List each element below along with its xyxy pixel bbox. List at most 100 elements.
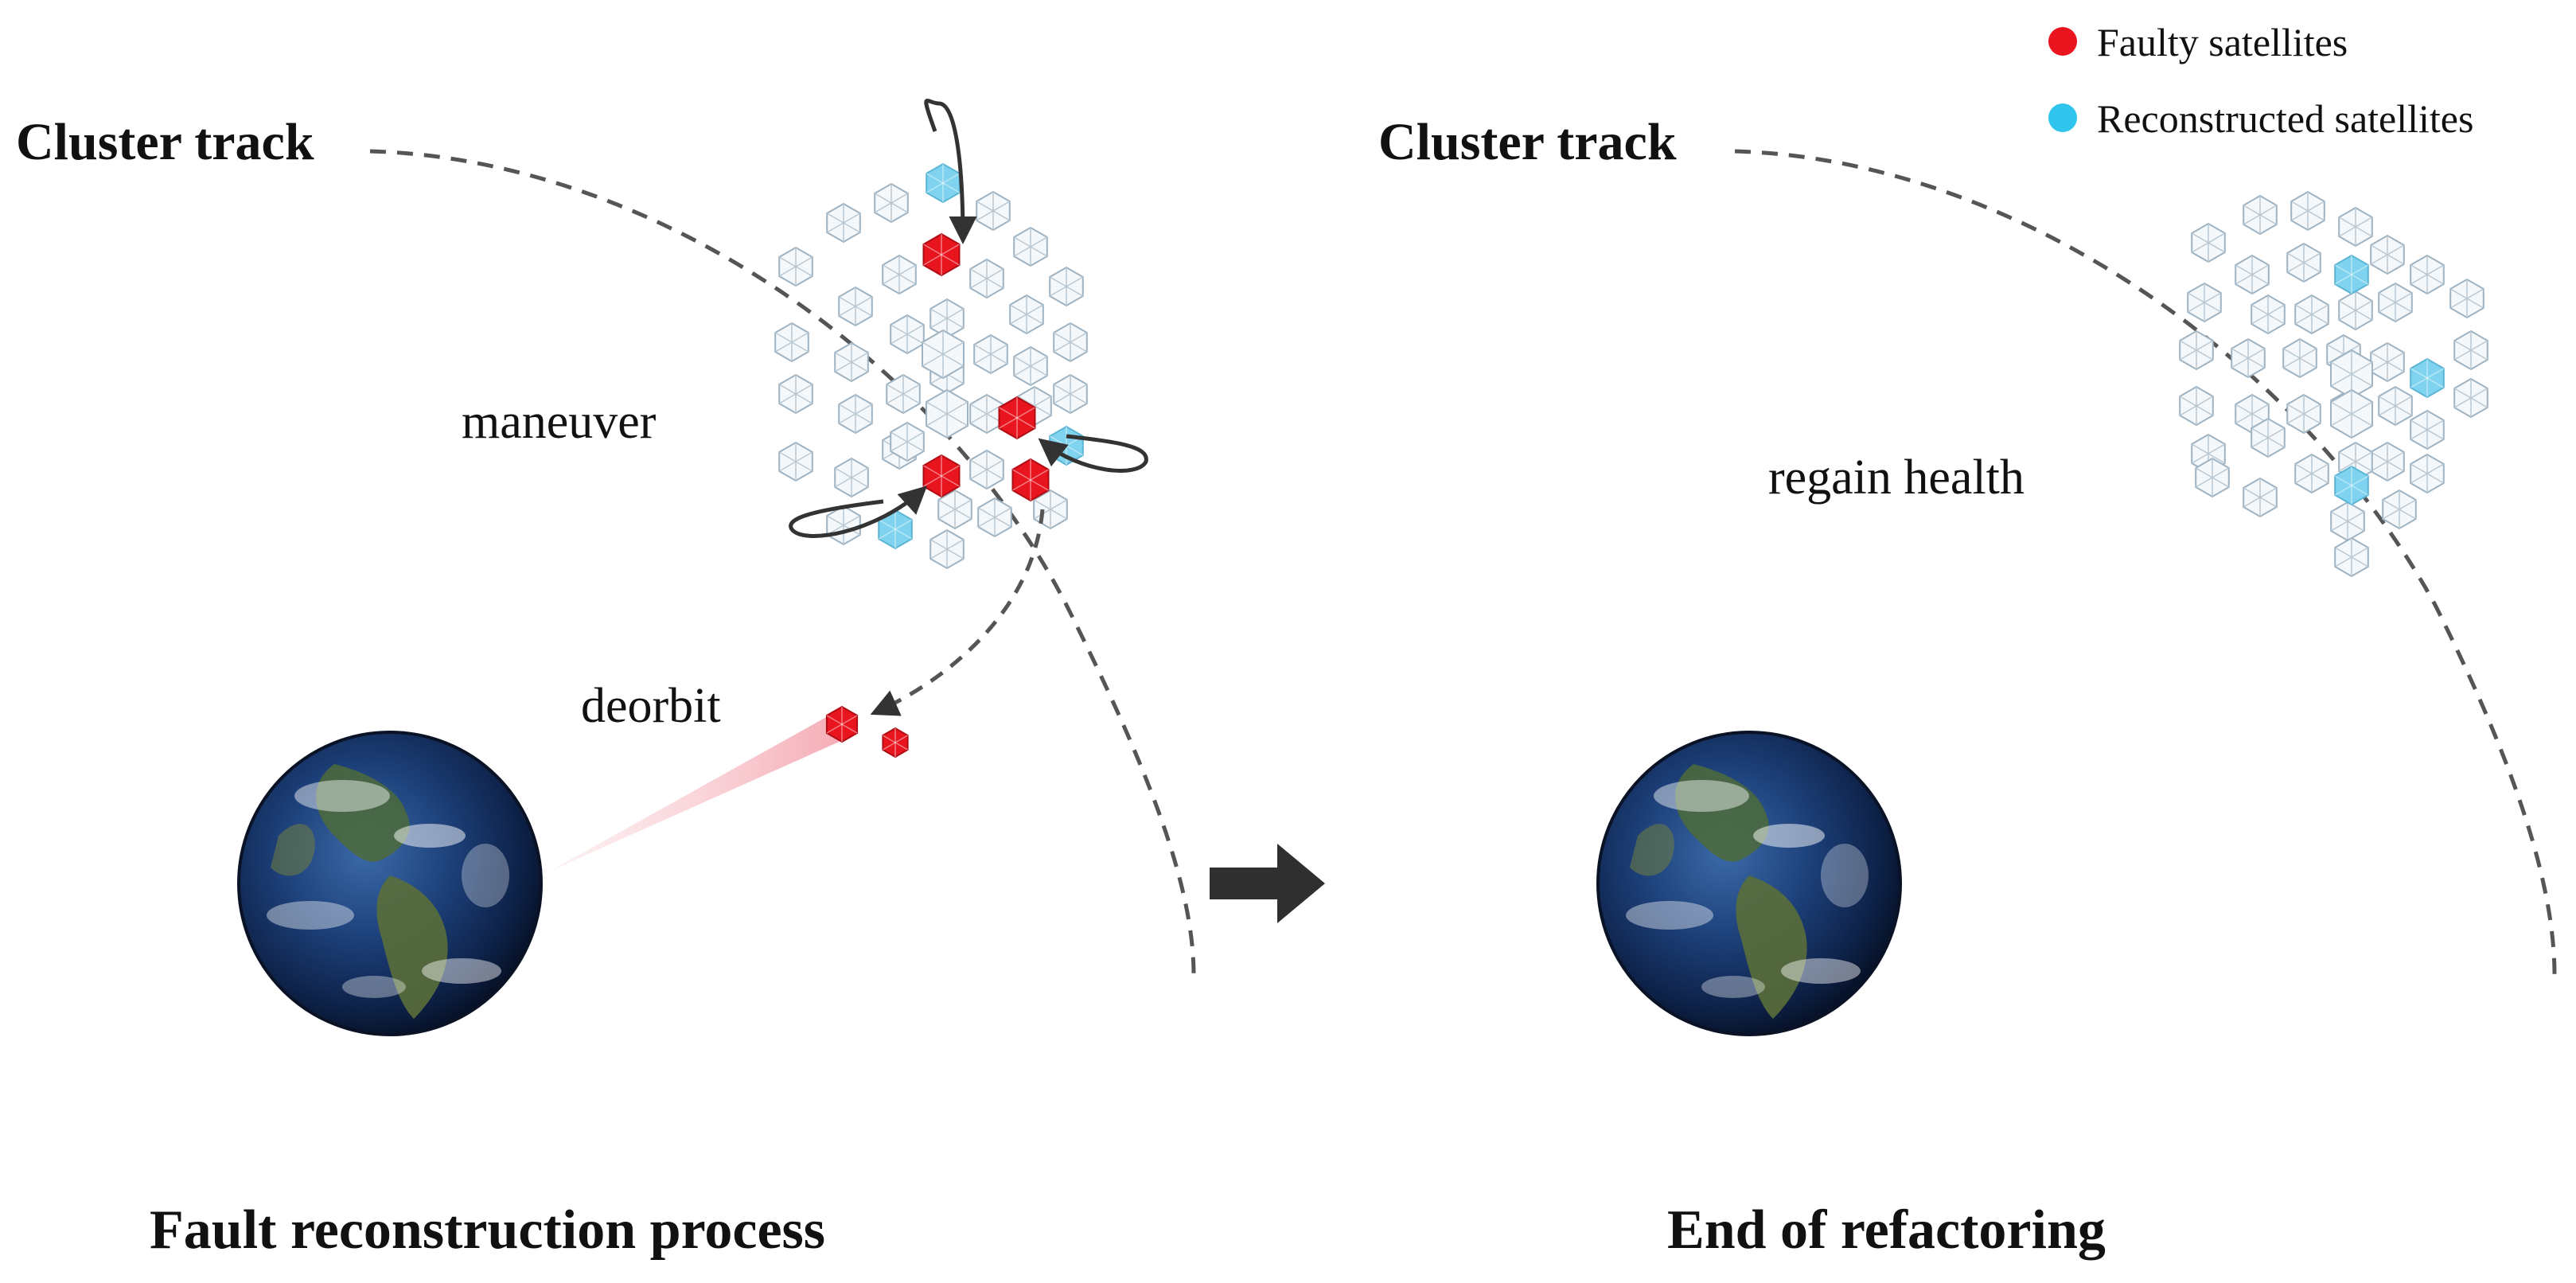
satellite xyxy=(2290,190,2325,232)
satellite xyxy=(2378,282,2413,323)
deorbiting-satellites xyxy=(825,705,909,758)
maneuver-loop-arrow xyxy=(924,99,977,244)
satellite xyxy=(834,341,869,383)
satellite xyxy=(1049,266,1084,307)
satellite xyxy=(778,373,813,415)
satellite xyxy=(977,497,1012,538)
satellite xyxy=(2179,385,2214,427)
deorbit-beam xyxy=(549,716,852,872)
satellite xyxy=(2370,341,2405,383)
satellite xyxy=(882,254,917,295)
regain-health-label: regain health xyxy=(1768,450,2025,505)
satellite xyxy=(2334,536,2369,578)
maneuver-loop-arrow xyxy=(789,486,928,538)
cluster-track-arc xyxy=(369,149,1196,976)
satellite xyxy=(976,190,1011,232)
satellite xyxy=(834,457,869,498)
earth-image xyxy=(1596,731,1902,1036)
satellite xyxy=(774,322,809,363)
satellite xyxy=(886,373,921,415)
satellite xyxy=(2330,501,2365,542)
left-caption: Fault reconstruction process xyxy=(150,1199,825,1261)
satellite xyxy=(2191,222,2226,263)
cluster-track-label: Cluster track xyxy=(16,113,314,171)
satellite xyxy=(838,393,873,435)
satellite xyxy=(890,421,925,462)
satellite xyxy=(969,393,1004,435)
satellite xyxy=(2243,477,2278,518)
reconstructed-satellite xyxy=(2334,254,2369,295)
satellite xyxy=(2378,385,2413,427)
satellite xyxy=(2195,457,2230,498)
deorbit-arrow xyxy=(870,509,1045,716)
cluster-track-label: Cluster track xyxy=(1378,113,1677,171)
satellite xyxy=(2231,337,2266,379)
reconstructed-satellite xyxy=(2410,357,2445,399)
reconstructed-satellite xyxy=(2334,465,2369,506)
reconstructed-satellite xyxy=(926,162,961,204)
right-caption: End of refactoring xyxy=(1667,1199,2106,1261)
satellite xyxy=(826,505,861,546)
satellite xyxy=(1009,294,1044,335)
satellite xyxy=(1053,373,1088,415)
legend-faulty-swatch xyxy=(2048,27,2077,56)
satellite xyxy=(2282,337,2317,379)
satellite xyxy=(969,449,1004,490)
transition-arrow xyxy=(1210,844,1325,923)
satellite xyxy=(2294,453,2329,494)
legend-reconstructed-swatch xyxy=(2048,103,2077,132)
satellite xyxy=(2370,441,2405,482)
satellite-cluster xyxy=(774,162,1088,570)
satellite xyxy=(2243,194,2278,236)
faulty-satellite xyxy=(922,232,961,277)
faulty-satellite xyxy=(998,396,1036,440)
satellite xyxy=(1053,322,1088,363)
satellite xyxy=(890,314,925,355)
satellite xyxy=(1013,345,1048,387)
satellite xyxy=(929,298,965,339)
satellite xyxy=(926,388,968,439)
satellite xyxy=(2251,417,2286,458)
satellite xyxy=(2294,294,2329,335)
deorbit-label: deorbit xyxy=(581,679,721,733)
satellite xyxy=(2410,254,2445,295)
satellite xyxy=(2286,393,2321,435)
satellite xyxy=(973,333,1008,375)
faulty-satellite xyxy=(922,454,961,498)
cluster-track-arc xyxy=(1734,149,2557,976)
satellite xyxy=(2330,388,2373,439)
satellite xyxy=(969,258,1004,299)
satellite xyxy=(2453,377,2488,419)
satellite xyxy=(778,441,813,482)
legend-faulty-label: Faulty satellites xyxy=(2097,20,2348,64)
earth-image xyxy=(237,731,543,1036)
satellite xyxy=(2382,489,2417,530)
satellite xyxy=(929,528,965,570)
satellite xyxy=(937,489,972,530)
satellite-cluster xyxy=(2179,190,2488,578)
satellite xyxy=(2453,330,2488,371)
faulty-satellite xyxy=(825,705,859,743)
faulty-satellite xyxy=(1011,458,1050,502)
maneuver-label: maneuver xyxy=(462,395,657,449)
maneuver-loop-arrow xyxy=(1038,434,1148,473)
satellite xyxy=(2235,254,2270,295)
satellite xyxy=(2370,234,2405,275)
satellite xyxy=(2338,290,2373,331)
legend: Faulty satellites Reconstructed satellit… xyxy=(2048,20,2473,141)
left-panel: Cluster track maneuver deorbit Fault rec… xyxy=(16,99,1196,1261)
satellite xyxy=(2286,242,2321,283)
satellite xyxy=(2338,206,2373,248)
satellite xyxy=(2179,330,2214,371)
legend-reconstructed-label: Reconstructed satellites xyxy=(2097,96,2473,141)
satellite xyxy=(2410,409,2445,450)
satellite xyxy=(2449,278,2484,319)
satellite xyxy=(838,286,873,327)
satellite xyxy=(2410,453,2445,494)
satellite xyxy=(874,182,909,224)
satellite xyxy=(922,329,965,380)
satellite xyxy=(2251,294,2286,335)
satellite xyxy=(778,246,813,287)
satellite xyxy=(2330,349,2373,400)
